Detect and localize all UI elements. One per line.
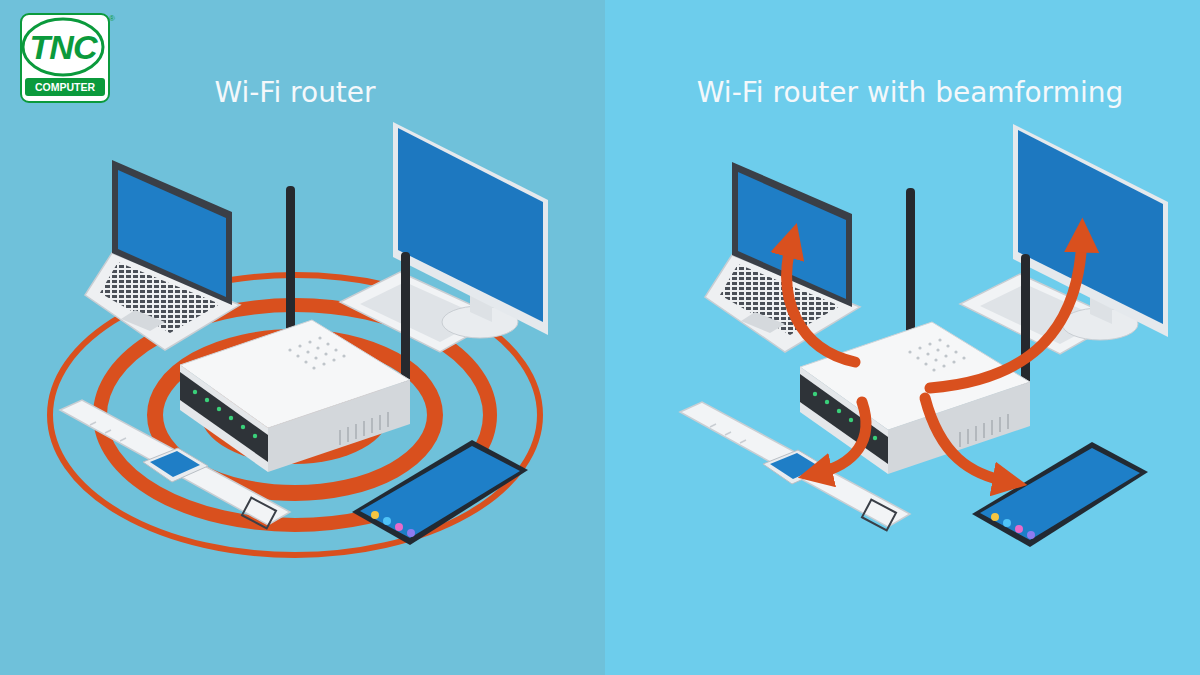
logo-text: TNC <box>30 28 97 67</box>
panel-heading: Wi-Fi router with beamforming <box>697 76 1123 109</box>
panel-heading: Wi-Fi router <box>214 76 375 109</box>
logo-subtext: COMPUTER <box>35 81 95 93</box>
trademark-mark: ® <box>109 14 115 23</box>
